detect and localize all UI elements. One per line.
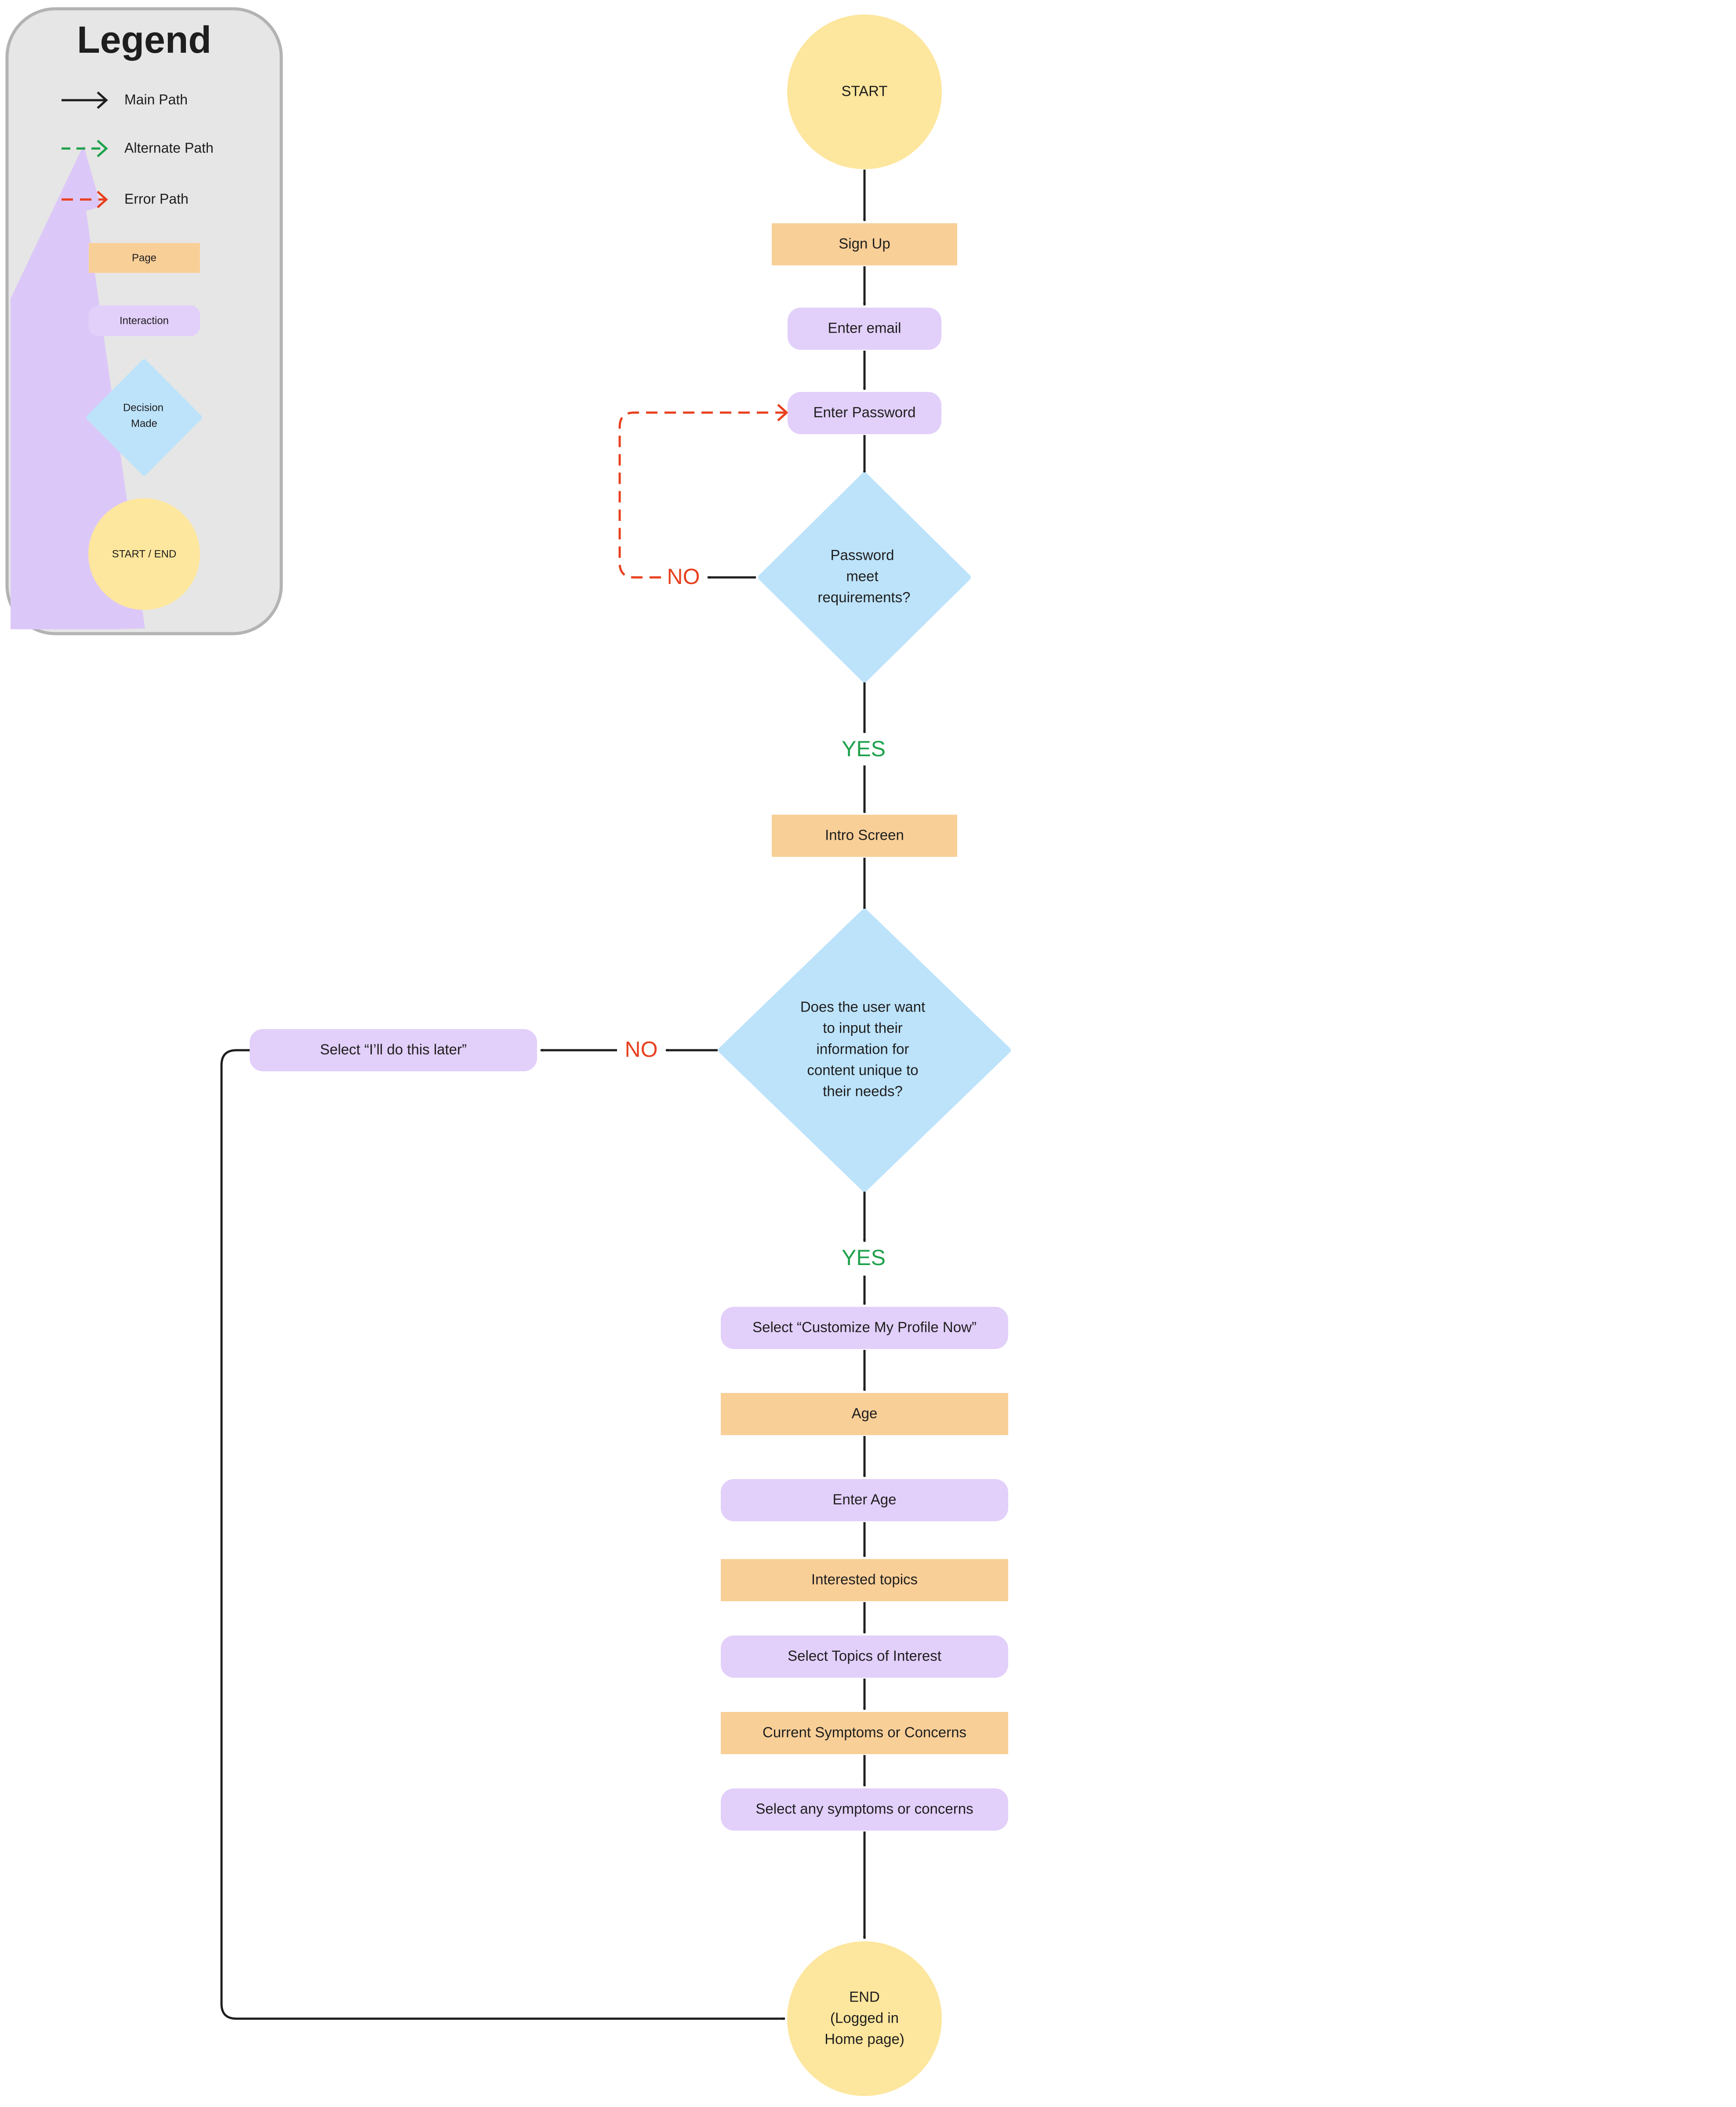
legend-main-path: Main Path	[62, 91, 188, 109]
legend-error-path: Error Path	[62, 191, 189, 208]
legend-start-end: START / END	[88, 498, 200, 610]
legend-alternate-path-label: Alternate Path	[124, 140, 214, 156]
connectors	[220, 170, 864, 2019]
decision-personalize-line-4: content unique to	[807, 1062, 918, 1078]
node-enter-password-label: Enter Password	[814, 404, 916, 421]
node-select-topics-label: Select Topics of Interest	[788, 1648, 941, 1664]
node-sign-up: Sign Up	[772, 223, 957, 265]
decision-password-requirements: Password meet requirements?	[758, 472, 971, 682]
node-interested-topics-label: Interested topics	[811, 1571, 918, 1588]
legend-decision-label-1: Decision	[123, 402, 163, 413]
legend-alternate-path: Alternate Path	[62, 140, 214, 157]
node-end-line-2: (Logged in	[830, 2010, 899, 2026]
legend-decoration-shape	[11, 145, 145, 629]
node-start: START	[787, 15, 942, 169]
legend-page: Page	[89, 243, 200, 273]
decision-personalize-line-3: information for	[817, 1041, 909, 1057]
node-interested-topics: Interested topics	[721, 1559, 1008, 1601]
decision-personalize: Does the user want to input their inform…	[718, 909, 1011, 1192]
legend-page-label: Page	[132, 252, 156, 264]
legend-interaction-label: Interaction	[120, 315, 169, 326]
legend-decision: Decision Made	[86, 359, 202, 476]
label-yes-password: YES	[842, 736, 886, 761]
node-select-symptoms-label: Select any symptoms or concerns	[755, 1801, 973, 1817]
error-path-arrowhead	[777, 404, 788, 421]
node-enter-email: Enter email	[788, 308, 941, 350]
node-enter-age: Enter Age	[721, 1479, 1008, 1521]
legend-interaction: Interaction	[89, 305, 200, 336]
decision-personalize-line-5: their needs?	[823, 1083, 903, 1099]
node-end-line-3: Home page)	[824, 2031, 904, 2047]
node-age: Age	[721, 1393, 1008, 1435]
node-start-label: START	[841, 83, 887, 99]
legend-interaction-swatch	[89, 305, 200, 336]
decision-password-line-3: requirements?	[818, 589, 911, 606]
node-select-symptoms: Select any symptoms or concerns	[721, 1788, 1008, 1831]
legend-page-swatch	[89, 243, 200, 273]
node-do-later: Select “I’ll do this later”	[250, 1029, 537, 1071]
node-intro-screen: Intro Screen	[772, 815, 957, 857]
decision-password-line-1: Password	[831, 547, 894, 563]
node-age-label: Age	[852, 1405, 878, 1422]
legend: Legend Main Path Alternate Path Error Pa…	[5, 7, 283, 635]
decision-personalize-line-2: to input their	[823, 1020, 903, 1036]
node-intro-screen-label: Intro Screen	[825, 827, 904, 843]
node-do-later-label: Select “I’ll do this later”	[320, 1041, 467, 1058]
node-enter-email-label: Enter email	[828, 320, 901, 336]
legend-error-path-label: Error Path	[124, 191, 189, 207]
error-path-retry-password	[618, 411, 787, 579]
node-customize-profile-label: Select “Customize My Profile Now”	[752, 1319, 977, 1335]
node-symptoms-label: Current Symptoms or Concerns	[763, 1724, 966, 1741]
node-symptoms: Current Symptoms or Concerns	[721, 1712, 1008, 1754]
label-no-personalize: NO	[625, 1037, 658, 1062]
legend-decision-swatch	[86, 359, 202, 476]
arrow-do-later-to-end	[220, 1049, 785, 2019]
legend-title: Legend	[77, 19, 211, 61]
node-enter-password: Enter Password	[788, 392, 941, 434]
legend-start-end-label: START / END	[112, 548, 177, 560]
node-enter-age-label: Enter Age	[833, 1491, 897, 1508]
legend-main-path-label: Main Path	[124, 91, 188, 107]
decision-personalize-line-1: Does the user want	[800, 999, 925, 1015]
label-yes-personalize: YES	[842, 1245, 886, 1270]
node-end-line-1: END	[849, 1989, 880, 2005]
node-customize-profile: Select “Customize My Profile Now”	[721, 1307, 1008, 1349]
node-end: END (Logged in Home page)	[787, 1941, 942, 2096]
legend-start-end-swatch	[88, 498, 200, 610]
legend-decision-label-2: Made	[131, 417, 157, 429]
decision-password-line-2: meet	[846, 568, 878, 584]
label-no-password: NO	[667, 564, 700, 589]
node-select-topics: Select Topics of Interest	[721, 1636, 1008, 1678]
node-sign-up-label: Sign Up	[839, 236, 890, 252]
